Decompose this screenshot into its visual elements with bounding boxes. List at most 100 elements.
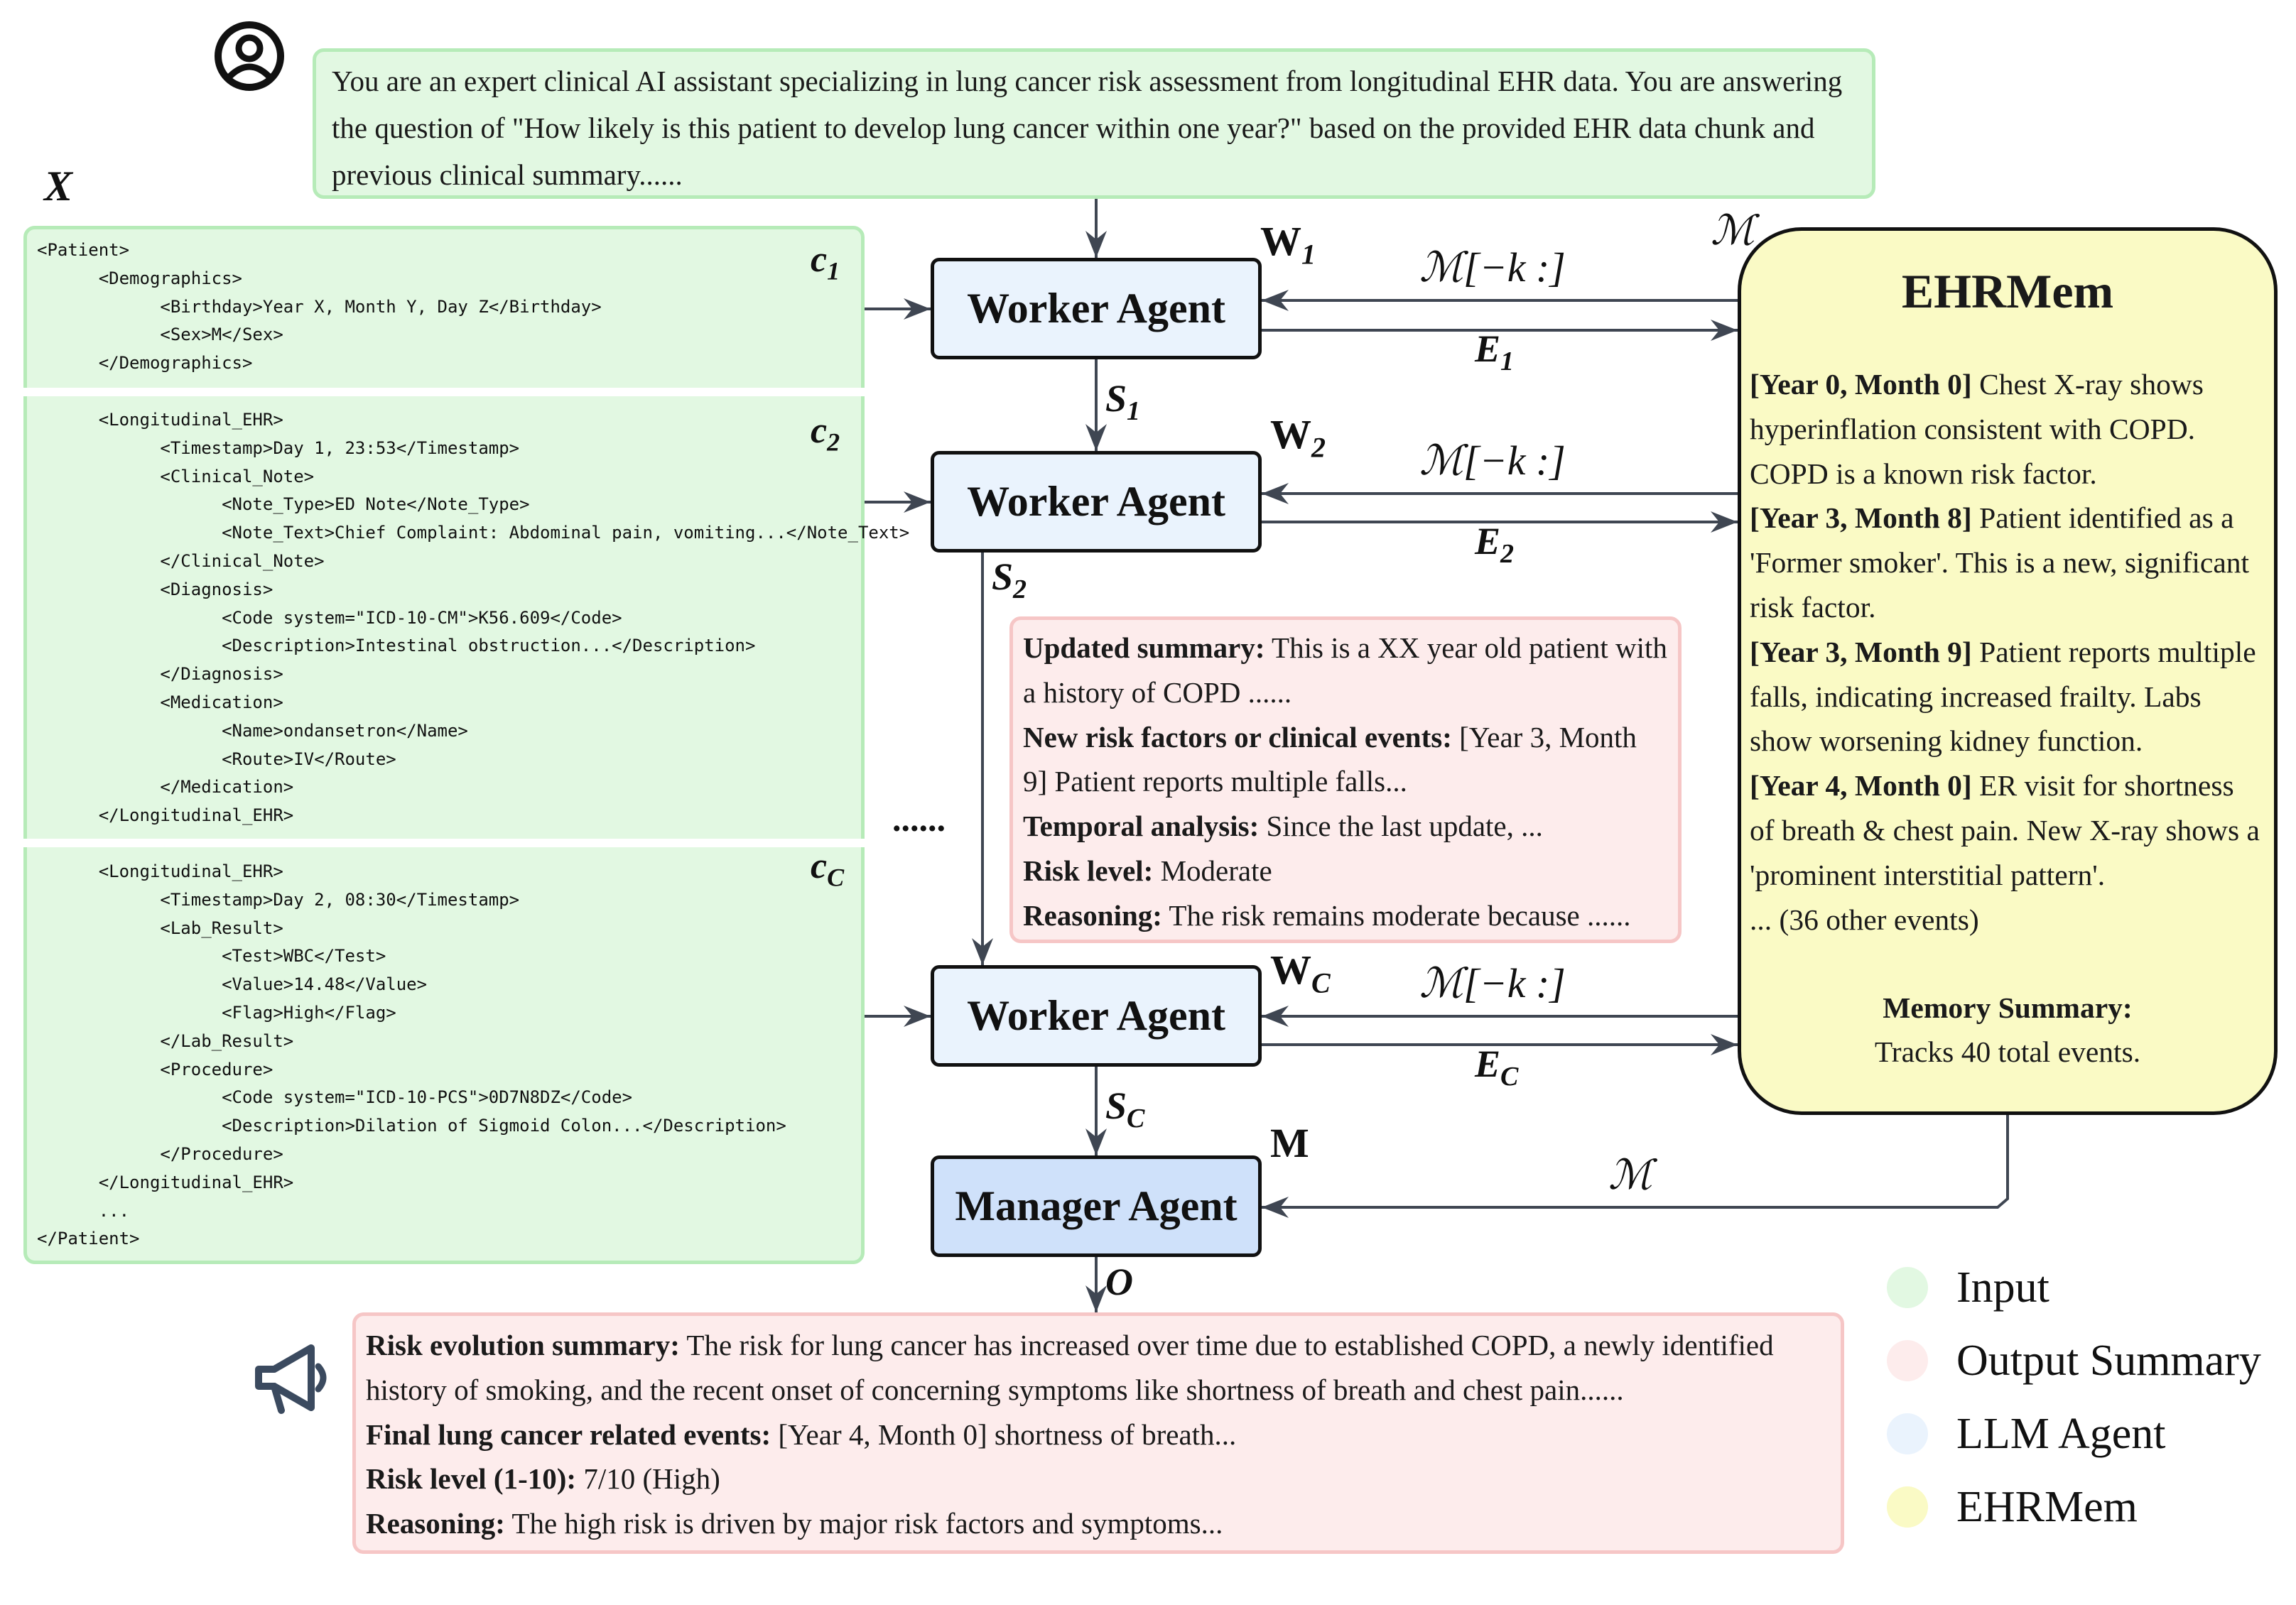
code-line: <Timestamp>Day 2, 08:30</Timestamp> xyxy=(37,889,520,910)
code-line: <Diagnosis> xyxy=(37,579,274,599)
field-key: Updated summary: xyxy=(1023,631,1265,664)
memory-event: [Year 4, Month 0] ER visit for shortness… xyxy=(1750,763,2264,897)
field-key: Final lung cancer related events: xyxy=(366,1418,771,1451)
ehrmem-panel: EHRMem [Year 0, Month 0] Chest X-ray sho… xyxy=(1738,227,2278,1115)
arrow-memory-to-manager-head xyxy=(1262,1197,1289,1218)
ehr-input-panel xyxy=(23,226,865,1264)
arrow-prompt-to-worker-head xyxy=(1085,231,1107,258)
event-time: [Year 0, Month 0] xyxy=(1750,368,1972,401)
field-value: The risk for lung cancer has increased o… xyxy=(366,1329,1774,1406)
memory-summary-text: Tracks 40 total events. xyxy=(1874,1035,2141,1069)
code-line: <Longitudinal_EHR> xyxy=(37,410,283,430)
memory-more-events: ... (36 other events) xyxy=(1750,903,1979,936)
system-prompt: You are an expert clinical AI assistant … xyxy=(313,48,1875,199)
worker-2-id: W2 xyxy=(1270,411,1326,464)
memory-event: [Year 3, Month 8] Patient identified as … xyxy=(1750,496,2264,629)
code-line: <Procedure> xyxy=(37,1059,274,1079)
code-line: <Lab_Result> xyxy=(37,918,283,938)
ehrmem-events: [Year 0, Month 0] Chest X-ray shows hype… xyxy=(1741,362,2274,942)
summary-1-label: S1 xyxy=(1105,377,1141,426)
updated-summary-box: Updated summary: This is a XX year old p… xyxy=(1009,616,1682,943)
arrow-chunk-2-head xyxy=(904,491,931,513)
field-value: The high risk is driven by major risk fa… xyxy=(504,1507,1223,1540)
field-value: Moderate xyxy=(1153,854,1272,887)
code-line: <Sex>M</Sex> xyxy=(37,325,283,345)
memory-window-label-c: ℳ[−k :] xyxy=(1419,960,1566,1006)
worker-c-id: WC xyxy=(1270,947,1331,999)
chunk-divider xyxy=(23,388,865,396)
event-time: [Year 3, Month 8] xyxy=(1750,501,1972,535)
code-line: </Medication> xyxy=(37,777,294,798)
ellipsis: ...... xyxy=(892,799,946,839)
arrow-memory-read-c-head xyxy=(1262,1006,1289,1027)
manager-agent: Manager Agent xyxy=(931,1155,1262,1257)
summary-2-label: S2 xyxy=(992,555,1027,604)
code-line: <Note_Text>Chief Complaint: Abdominal pa… xyxy=(37,523,910,543)
field-key: Temporal analysis: xyxy=(1023,810,1260,843)
field-value: [Year 4, Month 0] shortness of breath... xyxy=(771,1418,1237,1451)
final-output-box: Risk evolution summary: The risk for lun… xyxy=(352,1312,1844,1554)
summary-field: Updated summary: This is a XX year old p… xyxy=(1023,626,1668,715)
code-line: <Value>14.48</Value> xyxy=(37,974,428,995)
manager-id: M xyxy=(1270,1120,1309,1166)
event-text: Patient reports multiple falls, indicati… xyxy=(1750,635,2256,758)
field-value: [Year 3, Month 9] Patient reports multip… xyxy=(1023,720,1637,798)
worker-1-id: W1 xyxy=(1260,218,1316,271)
edit-2-label: E2 xyxy=(1475,520,1515,569)
worker-agent-1: Worker Agent xyxy=(931,258,1262,359)
ehrmem-title: EHRMem xyxy=(1901,264,2114,318)
field-key: Reasoning: xyxy=(366,1507,505,1540)
code-line: <Demographics> xyxy=(37,268,242,288)
megaphone-icon xyxy=(255,1344,327,1414)
field-key: Risk evolution summary: xyxy=(366,1329,680,1361)
arrow-summary-1-head xyxy=(1085,424,1107,451)
summary-field: Risk level (1-10): 7/10 (High) xyxy=(366,1457,1831,1501)
memory-event: [Year 0, Month 0] Chest X-ray shows hype… xyxy=(1750,362,2264,496)
event-text: Chest X-ray shows hyperinflation consist… xyxy=(1750,368,2204,490)
code-line: <Description>Intestinal obstruction...</… xyxy=(37,636,756,656)
summary-field: Reasoning: The risk remains moderate bec… xyxy=(1023,893,1668,938)
code-line: </Procedure> xyxy=(37,1143,283,1164)
event-text: Patient identified as a 'Former smoker'.… xyxy=(1750,501,2250,624)
legend-label: Input xyxy=(1956,1263,2049,1312)
legend-agent: LLM Agent xyxy=(1887,1409,2165,1459)
arrow-chunk-c-head xyxy=(904,1006,931,1027)
chunk-1-code: <Patient> <Demographics> <Birthday>Year … xyxy=(28,236,602,378)
arrow-summary-c-head xyxy=(1085,1128,1107,1155)
code-line: <Description>Dilation of Sigmoid Colon..… xyxy=(37,1116,786,1136)
field-key: Risk level (1-10): xyxy=(366,1462,577,1496)
code-line: <Code system="ICD-10-PCS">0D7N8DZ</Code> xyxy=(37,1087,633,1108)
arrow-memory-read-1-head xyxy=(1262,290,1289,311)
memory-event: [Year 3, Month 9] Patient reports multip… xyxy=(1750,630,2264,763)
field-key: Risk level: xyxy=(1023,854,1154,887)
code-line: <Medication> xyxy=(37,692,283,712)
summary-field: Final lung cancer related events: [Year … xyxy=(366,1413,1831,1457)
code-line: </Clinical_Note> xyxy=(37,550,325,571)
legend-swatch xyxy=(1887,1267,1928,1308)
field-key: Reasoning: xyxy=(1023,898,1162,932)
chunk-2-code: <Longitudinal_EHR> <Timestamp>Day 1, 23:… xyxy=(28,406,910,830)
code-line: <Timestamp>Day 1, 23:53</Timestamp> xyxy=(37,437,520,458)
legend-label: LLM Agent xyxy=(1956,1409,2166,1458)
code-line: <Test>WBC</Test> xyxy=(37,946,386,967)
code-line: <Clinical_Note> xyxy=(37,466,315,486)
arrow-chunk-1-head xyxy=(904,298,931,320)
field-value: The risk remains moderate because ...... xyxy=(1161,898,1631,932)
legend-memory: EHRMem xyxy=(1887,1482,2138,1532)
summary-field: Reasoning: The high risk is driven by ma… xyxy=(366,1501,1831,1546)
code-line: <Birthday>Year X, Month Y, Day Z</Birthd… xyxy=(37,296,602,317)
arrow-edit-2-head xyxy=(1711,511,1738,533)
edit-1-label: E1 xyxy=(1475,327,1515,376)
summary-field: Risk level: Moderate xyxy=(1023,849,1668,893)
legend-input: Input xyxy=(1887,1263,2049,1312)
memory-full-label: ℳ xyxy=(1608,1152,1653,1198)
code-line: </Patient> xyxy=(37,1229,140,1249)
memory-summary-title: Memory Summary: xyxy=(1883,991,2133,1025)
code-line: <Note_Type>ED Note</Note_Type> xyxy=(37,494,530,515)
event-text: ER visit for shortness of breath & chest… xyxy=(1750,769,2260,891)
chunk-c-code: <Longitudinal_EHR> <Timestamp>Day 2, 08:… xyxy=(28,858,786,1253)
field-key: New risk factors or clinical events: xyxy=(1023,720,1452,753)
worker-agent-2: Worker Agent xyxy=(931,451,1262,553)
arrow-output-head xyxy=(1085,1285,1107,1312)
